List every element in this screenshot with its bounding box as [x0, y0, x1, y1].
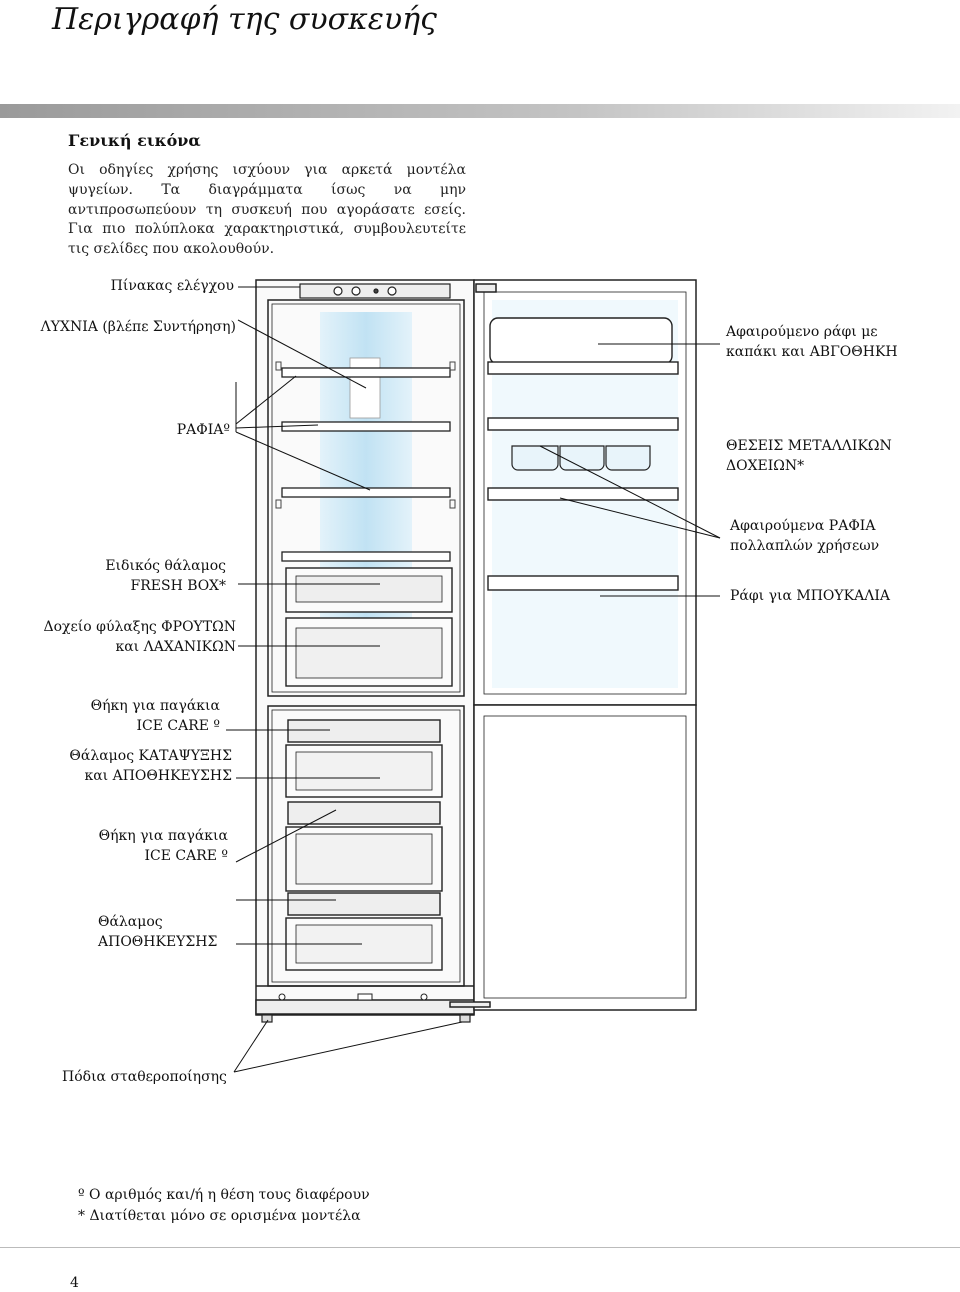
label-feet-text: Πόδια σταθεροποίησης — [62, 1069, 227, 1085]
label-lamp-text: ΛΥΧΝΙΑ (βλέπε Συντήρηση) — [40, 319, 236, 335]
label-door-shelf-lid-line2: καπάκι και ΑΒΓΟΘΗΚΗ — [726, 344, 898, 360]
label-metal-containers-line2: ΔΟΧΕΙΩΝ* — [726, 458, 805, 474]
base-details — [278, 993, 428, 1001]
label-freezer-line2: και ΑΠΟΘΗΚΕΥΣΗΣ — [84, 768, 232, 784]
label-storage: Θάλαμος ΑΠΟΘΗΚΕΥΣΗΣ — [98, 912, 217, 952]
label-multi-shelves: Αφαιρούμενα ΡΑΦΙΑ πολλαπλών χρήσεων — [730, 516, 879, 556]
label-crisper-line2: και ΛΑΧΑΝΙΚΩΝ — [115, 639, 236, 655]
label-freezer: Θάλαμος ΚΑΤΑΨΥΞΗΣ και ΑΠΟΘΗΚΕΥΣΗΣ — [10, 746, 232, 786]
section-title: Γενική εικόνα — [68, 131, 201, 150]
label-control-panel-text: Πίνακας ελέγχου — [110, 278, 234, 294]
label-feet: Πόδια σταθεροποίησης — [62, 1067, 227, 1087]
fridge-diagram — [226, 279, 721, 1073]
page-number: 4 — [70, 1275, 79, 1291]
label-ice-care-top-line2: ICE CARE º — [136, 718, 220, 734]
label-shelves: ΡΑΦΙΑº — [120, 420, 230, 440]
label-ice-care-bottom-line2: ICE CARE º — [144, 848, 228, 864]
label-ice-care-bottom-line1: Θήκη για παγάκια — [98, 828, 228, 844]
freezer-drawers — [285, 719, 443, 971]
label-ice-care-top-line1: Θήκη για παγάκια — [90, 698, 220, 714]
label-metal-containers: ΘΕΣΕΙΣ ΜΕΤΑΛΛΙΚΩΝ ΔΟΧΕΙΩΝ* — [726, 436, 892, 476]
metal-containers — [511, 445, 651, 471]
label-control-panel: Πίνακας ελέγχου — [40, 276, 234, 296]
fridge-shelves — [281, 367, 451, 562]
control-panel — [299, 283, 451, 299]
intro-paragraph: Οι οδηγίες χρήσης ισχύουν για αρκετά μον… — [68, 162, 466, 258]
label-ice-care-bottom: Θήκη για παγάκια ICE CARE º — [40, 826, 228, 866]
door-shelf-lid — [487, 317, 679, 375]
label-lamp: ΛΥΧΝΙΑ (βλέπε Συντήρηση) — [10, 317, 236, 337]
label-multi-shelves-line2: πολλαπλών χρήσεων — [730, 538, 880, 554]
footnote-variation: º Ο αριθμός και/ή η θέση τους διαφέρουν — [78, 1187, 370, 1203]
label-fresh-box-line2: FRESH BOX* — [130, 578, 226, 594]
fresh-box — [285, 567, 453, 613]
label-freezer-line1: Θάλαμος ΚΑΤΑΨΥΞΗΣ — [69, 748, 232, 764]
label-ice-care-top: Θήκη για παγάκια ICE CARE º — [40, 696, 220, 736]
label-bottle-shelf-text: Ράφι για ΜΠΟΥΚΑΛΙΑ — [730, 588, 890, 604]
crisper-drawer — [285, 617, 453, 687]
label-door-shelf-lid-line1: Αφαιρούμενο ράφι με — [726, 324, 878, 340]
page-title: Περιγραφή της συσκευής — [52, 2, 437, 37]
label-metal-containers-line1: ΘΕΣΕΙΣ ΜΕΤΑΛΛΙΚΩΝ — [726, 438, 892, 454]
label-shelves-text: ΡΑΦΙΑº — [176, 422, 230, 438]
label-multi-shelves-line1: Αφαιρούμενα ΡΑΦΙΑ — [730, 518, 876, 534]
label-door-shelf-lid: Αφαιρούμενο ράφι με καπάκι και ΑΒΓΟΘΗΚΗ — [726, 322, 898, 362]
label-crisper-line1: Δοχείο φύλαξης ΦΡΟΥΤΩΝ — [43, 619, 237, 635]
label-fresh-box: Ειδικός θάλαμος FRESH BOX* — [40, 556, 226, 596]
label-bottle-shelf: Ράφι για ΜΠΟΥΚΑΛΙΑ — [730, 586, 890, 606]
footnote-availability: * Διατίθεται μόνο σε ορισμένα μοντέλα — [78, 1208, 361, 1224]
side-clips — [275, 361, 456, 509]
stabiliser-feet — [261, 1014, 471, 1023]
door-shelves — [487, 417, 679, 591]
label-storage-line1: Θάλαμος — [98, 914, 163, 930]
leader-lines — [226, 286, 721, 1073]
label-crisper: Δοχείο φύλαξης ΦΡΟΥΤΩΝ και ΛΑΧΑΝΙΚΩΝ — [10, 617, 237, 657]
label-fresh-box-line1: Ειδικός θάλαμος — [105, 558, 226, 574]
title-divider-bar — [0, 104, 960, 118]
footer-divider — [0, 1247, 960, 1248]
label-storage-line2: ΑΠΟΘΗΚΕΥΣΗΣ — [98, 934, 218, 950]
